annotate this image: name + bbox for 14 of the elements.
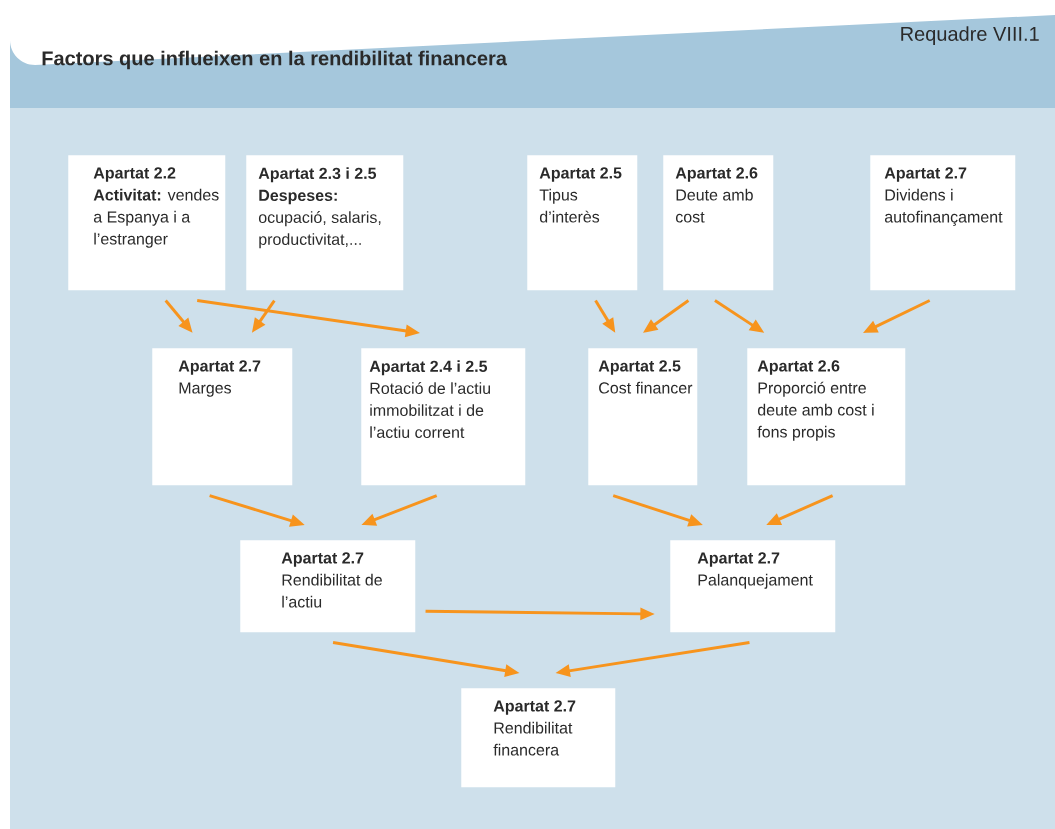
text-box: Apartat 2.7 Dividens i autofinançament	[870, 155, 1016, 291]
text-box: Apartat 2.3 i 2.5 Despeses: ocupació, salaris, productivitat,...	[246, 155, 404, 291]
text-box: Apartat 2.6 Proporció entre deute amb cost i fons propis	[747, 348, 906, 486]
text-box: Apartat 2.6 Deute amb cost	[663, 155, 774, 291]
text-box: Apartat 2.7 Marges	[152, 348, 293, 486]
box-number: Requadre VIII.1	[901, 26, 1039, 45]
text-box: Apartat 2.2 Activitat: vendes a Espanya i a l’estranger	[68, 155, 226, 291]
text-box: Apartat 2.5 Cost financer	[588, 348, 698, 486]
title: Factors que influeixen en la rendibilitat financera	[42, 50, 508, 70]
text-box: Apartat 2.5 Tipus d’interès	[527, 155, 638, 291]
text-box: Apartat 2.7 Palanquejament	[670, 540, 836, 633]
text-box: Apartat 2.7 Rendibilitat financera	[461, 688, 616, 788]
text-box: Apartat 2.7 Rendibilitat de l’actiu	[240, 540, 416, 633]
text-box: Apartat 2.4 i 2.5 Rotació de l’actiu immobilitzat i de l’actiu corrent	[361, 348, 526, 486]
